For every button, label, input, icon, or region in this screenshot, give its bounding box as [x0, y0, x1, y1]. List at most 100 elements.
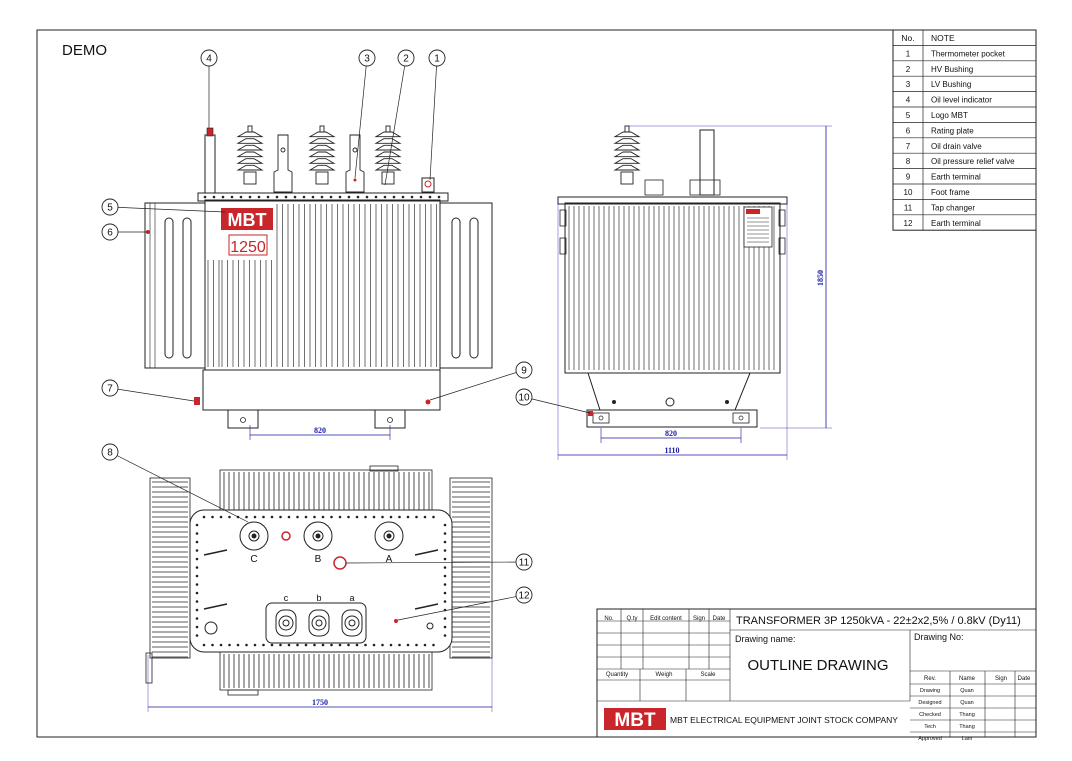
sign-row-name: Quan [960, 700, 973, 706]
front-dim-820: 820 [314, 426, 326, 435]
notes-row-no: 1 [906, 49, 911, 58]
notes-row-text: Oil level indicator [931, 96, 992, 105]
notes-row-no: 9 [906, 173, 911, 182]
sign-row-role: Tech [924, 724, 936, 730]
rev-header-edit: Edit content [650, 616, 682, 622]
callout-number: 9 [521, 366, 527, 377]
notes-row-no: 12 [904, 219, 913, 228]
callout-number: 7 [107, 384, 113, 395]
notes-row-no: 11 [904, 203, 913, 212]
callout-10: 10 [515, 388, 591, 414]
front-logo-text: MBT [228, 210, 267, 230]
notes-table: No. NOTE 1 Thermometer pocket 2 HV Bushing 3 LV… [892, 29, 1037, 231]
callout-6: 6 [101, 223, 148, 241]
notes-row-text: Oil pressure relief valve [931, 157, 1015, 166]
callout-1: 1 [428, 49, 446, 181]
drawing-no-label: Drawing No: [914, 632, 964, 642]
side-dim-1110: 1110 [664, 446, 679, 455]
callout-number: 3 [364, 54, 370, 65]
callout-number: 1 [434, 54, 440, 65]
notes-row-text: LV Bushing [931, 80, 971, 89]
notes-header-note: NOTE [931, 33, 955, 43]
notes-table-border [892, 29, 1037, 231]
title-block: No. Q.ty Edit content Sign Date Quantity… [596, 608, 1037, 742]
notes-row-text: Rating plate [931, 126, 974, 135]
drawing-name: OUTLINE DRAWING [747, 657, 888, 674]
top-hv-label-b: B [315, 554, 322, 565]
rev-header-qty: Q.ty [626, 616, 637, 622]
notes-row-text: Thermometer pocket [931, 49, 1006, 58]
sign-row-name: Thang [959, 724, 975, 730]
callout-number: 8 [107, 448, 113, 459]
notes-row-text: Foot frame [931, 188, 970, 197]
callout-number: 6 [107, 228, 113, 239]
quantity-label: Quantity [606, 672, 628, 678]
rev-header-sign: Sign [693, 616, 705, 622]
front-view: MBT 1250 820 [144, 125, 493, 440]
notes-row-no: 7 [906, 142, 911, 151]
callout-number: 5 [107, 203, 113, 214]
front-logo-mbt [221, 208, 273, 230]
drawing-title: TRANSFORMER 3P 1250kVA - 22±2x2,5% / 0.8… [736, 615, 1021, 627]
rev-header-date: Date [713, 616, 726, 622]
notes-row-text: Logo MBT [931, 111, 968, 120]
top-lv-label-a: a [349, 593, 354, 603]
callout-2: 2 [384, 49, 415, 186]
callout-number: 4 [206, 54, 212, 65]
sign-row-name: Thang [959, 712, 975, 718]
sign-row-name: Quan [960, 688, 973, 694]
side-dim-1850: 1850 [816, 270, 825, 286]
notes-row-text: Tap changer [931, 203, 975, 212]
callout-4: 4 [200, 49, 218, 128]
top-dim-1750: 1750 [312, 698, 328, 707]
callout-number: 12 [518, 591, 530, 602]
drawing-name-label: Drawing name: [735, 634, 796, 644]
callout-12: 12 [397, 586, 533, 621]
rating-plate-text: 1250 [230, 239, 266, 256]
callout-8: 8 [101, 443, 249, 523]
side-dim-820: 820 [665, 429, 677, 438]
sign-row-role: Drawing [920, 688, 940, 694]
sign-header-rev: Rev. [924, 676, 936, 682]
top-hv-label-a: A [386, 554, 393, 565]
notes-row-no: 6 [906, 126, 911, 135]
callout-number: 10 [518, 393, 530, 404]
callout-11: 11 [345, 553, 533, 571]
callout-5: 5 [101, 198, 226, 216]
notes-row-text: Oil drain valve [931, 142, 982, 151]
sign-header-date: Date [1018, 676, 1031, 682]
top-lv-label-c: c [284, 593, 289, 603]
scale-label: Scale [700, 672, 716, 678]
notes-row-no: 10 [904, 188, 913, 197]
company-logo-text: MBT [614, 710, 656, 731]
callout-3: 3 [354, 49, 376, 179]
notes-row-no: 2 [906, 65, 911, 74]
company-name: MBT ELECTRICAL EQUIPMENT JOINT STOCK COM… [670, 715, 898, 725]
notes-row-text: HV Bushing [931, 65, 973, 74]
notes-row-no: 8 [906, 157, 911, 166]
sign-row-role: Checked [919, 712, 941, 718]
sign-header-name: Name [959, 676, 976, 682]
top-lv-label-b: b [316, 593, 321, 603]
top-view: C B A c b a 1750 [145, 465, 493, 712]
sign-row-role: Designed [918, 700, 941, 706]
rating-plate [228, 234, 268, 256]
notes-header-no: No. [901, 33, 914, 43]
rev-header-no: No. [604, 616, 614, 622]
weigh-label: Weigh [656, 672, 673, 678]
notes-row-no: 5 [906, 111, 911, 120]
demo-label: DEMO [62, 42, 107, 59]
top-hv-label-c: C [250, 554, 257, 565]
notes-row-no: 4 [906, 96, 911, 105]
callout-9: 9 [429, 361, 533, 401]
notes-row-no: 3 [906, 80, 911, 89]
callout-number: 11 [519, 558, 530, 569]
sign-row-role: Approved [918, 736, 942, 742]
company-logo [604, 708, 666, 730]
sign-row-name: Lam [962, 736, 973, 742]
notes-row-text: Earth terminal [931, 219, 981, 228]
sign-header-sign: Sign [995, 676, 1007, 682]
notes-row-text: Earth terminal [931, 173, 981, 182]
